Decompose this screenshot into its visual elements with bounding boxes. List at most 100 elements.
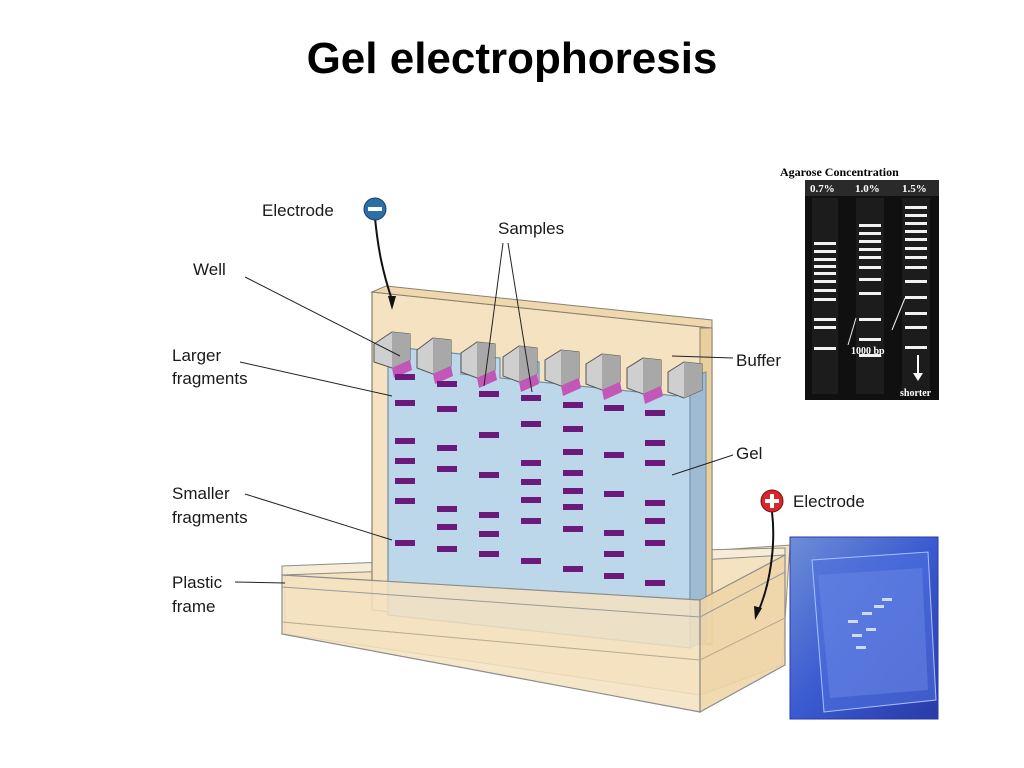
photo-band	[905, 230, 927, 233]
dna-band	[645, 518, 665, 524]
dna-band	[645, 410, 665, 416]
photo-band	[814, 347, 836, 350]
dna-band	[479, 551, 499, 557]
dna-band	[645, 440, 665, 446]
photo-band	[905, 296, 927, 299]
buffer-label: Buffer	[736, 351, 781, 370]
agarose-gel-photo: Agarose Concentration 0.7% 1.0% 1.5% 100…	[780, 165, 939, 400]
well-label: Well	[193, 260, 226, 279]
photo-band	[859, 224, 881, 227]
photo-band	[859, 248, 881, 251]
dna-band	[604, 551, 624, 557]
photo-band	[905, 222, 927, 225]
dna-band	[437, 445, 457, 451]
plastic-frame-label-1: Plastic	[172, 573, 223, 592]
smaller-fragments-label-2: fragments	[172, 508, 248, 527]
dna-band	[604, 491, 624, 497]
photo-band	[814, 298, 836, 301]
dna-band	[563, 566, 583, 572]
larger-fragments-label-2: fragments	[172, 369, 248, 388]
photo-band	[859, 240, 881, 243]
photo-band	[859, 232, 881, 235]
dna-band	[563, 488, 583, 494]
lane-label-1-5: 1.5%	[902, 183, 927, 195]
dna-band	[437, 406, 457, 412]
dna-band	[395, 400, 415, 406]
dna-band	[645, 540, 665, 546]
dna-band	[395, 540, 415, 546]
dna-band	[479, 531, 499, 537]
comb	[373, 331, 703, 399]
dna-band	[437, 524, 457, 530]
photo-band	[814, 258, 836, 261]
plastic-frame-label-2: frame	[172, 597, 215, 616]
photo-band	[905, 214, 927, 217]
dna-band	[395, 478, 415, 484]
electrode-negative-label: Electrode	[262, 201, 334, 220]
dna-band	[521, 479, 541, 485]
dna-band	[521, 395, 541, 401]
dna-band	[395, 438, 415, 444]
photo-band	[814, 289, 836, 292]
dna-band	[521, 558, 541, 564]
dna-band	[563, 426, 583, 432]
dna-band	[395, 498, 415, 504]
photo-band	[905, 266, 927, 269]
lane-label-1-0: 1.0%	[855, 183, 880, 195]
lane-label-0-7: 0.7%	[810, 183, 835, 195]
dna-band	[437, 466, 457, 472]
plus-icon	[765, 494, 779, 508]
photo-band	[905, 312, 927, 315]
dna-band	[479, 391, 499, 397]
photo-band	[859, 278, 881, 281]
dna-band	[604, 530, 624, 536]
dna-band	[437, 546, 457, 552]
photo-band	[814, 272, 836, 275]
dna-band	[645, 580, 665, 586]
photo-band	[859, 256, 881, 259]
dna-band	[521, 460, 541, 466]
dna-band	[604, 452, 624, 458]
photo-band	[905, 256, 927, 259]
dna-band	[479, 432, 499, 438]
dna-band	[521, 497, 541, 503]
dna-band	[563, 526, 583, 532]
marker-1000bp-label: 1000 bp	[851, 346, 885, 357]
shorter-label: shorter	[900, 388, 932, 399]
dna-band	[437, 506, 457, 512]
electrode-positive-label: Electrode	[793, 492, 865, 511]
photo-band	[859, 354, 881, 357]
dna-band	[563, 504, 583, 510]
samples-label: Samples	[498, 219, 564, 238]
dna-band	[645, 500, 665, 506]
photo-band	[905, 247, 927, 250]
larger-fragments-label-1: Larger	[172, 346, 221, 365]
photo-band	[905, 326, 927, 329]
photo-band	[859, 318, 881, 321]
photo-band	[859, 338, 881, 341]
dna-band	[479, 472, 499, 478]
photo-band	[814, 265, 836, 268]
dna-band	[563, 402, 583, 408]
photo-band	[859, 266, 881, 269]
dna-band	[645, 460, 665, 466]
negative-electrode	[363, 197, 396, 310]
smaller-fragments-label-1: Smaller	[172, 484, 230, 503]
photo-band	[814, 318, 836, 321]
dna-band	[479, 512, 499, 518]
dna-band	[563, 470, 583, 476]
dna-band	[395, 458, 415, 464]
well-samples	[392, 360, 663, 404]
photo-band	[905, 238, 927, 241]
minus-icon	[368, 207, 382, 211]
dna-bands	[395, 374, 665, 586]
dna-band	[395, 374, 415, 380]
photo-band	[905, 280, 927, 283]
leader-lines	[234, 242, 734, 584]
gel-label: Gel	[736, 444, 762, 463]
positive-electrode	[754, 489, 784, 620]
photo-band	[814, 250, 836, 253]
photo-band	[905, 206, 927, 209]
uv-gel-photo	[789, 536, 939, 720]
